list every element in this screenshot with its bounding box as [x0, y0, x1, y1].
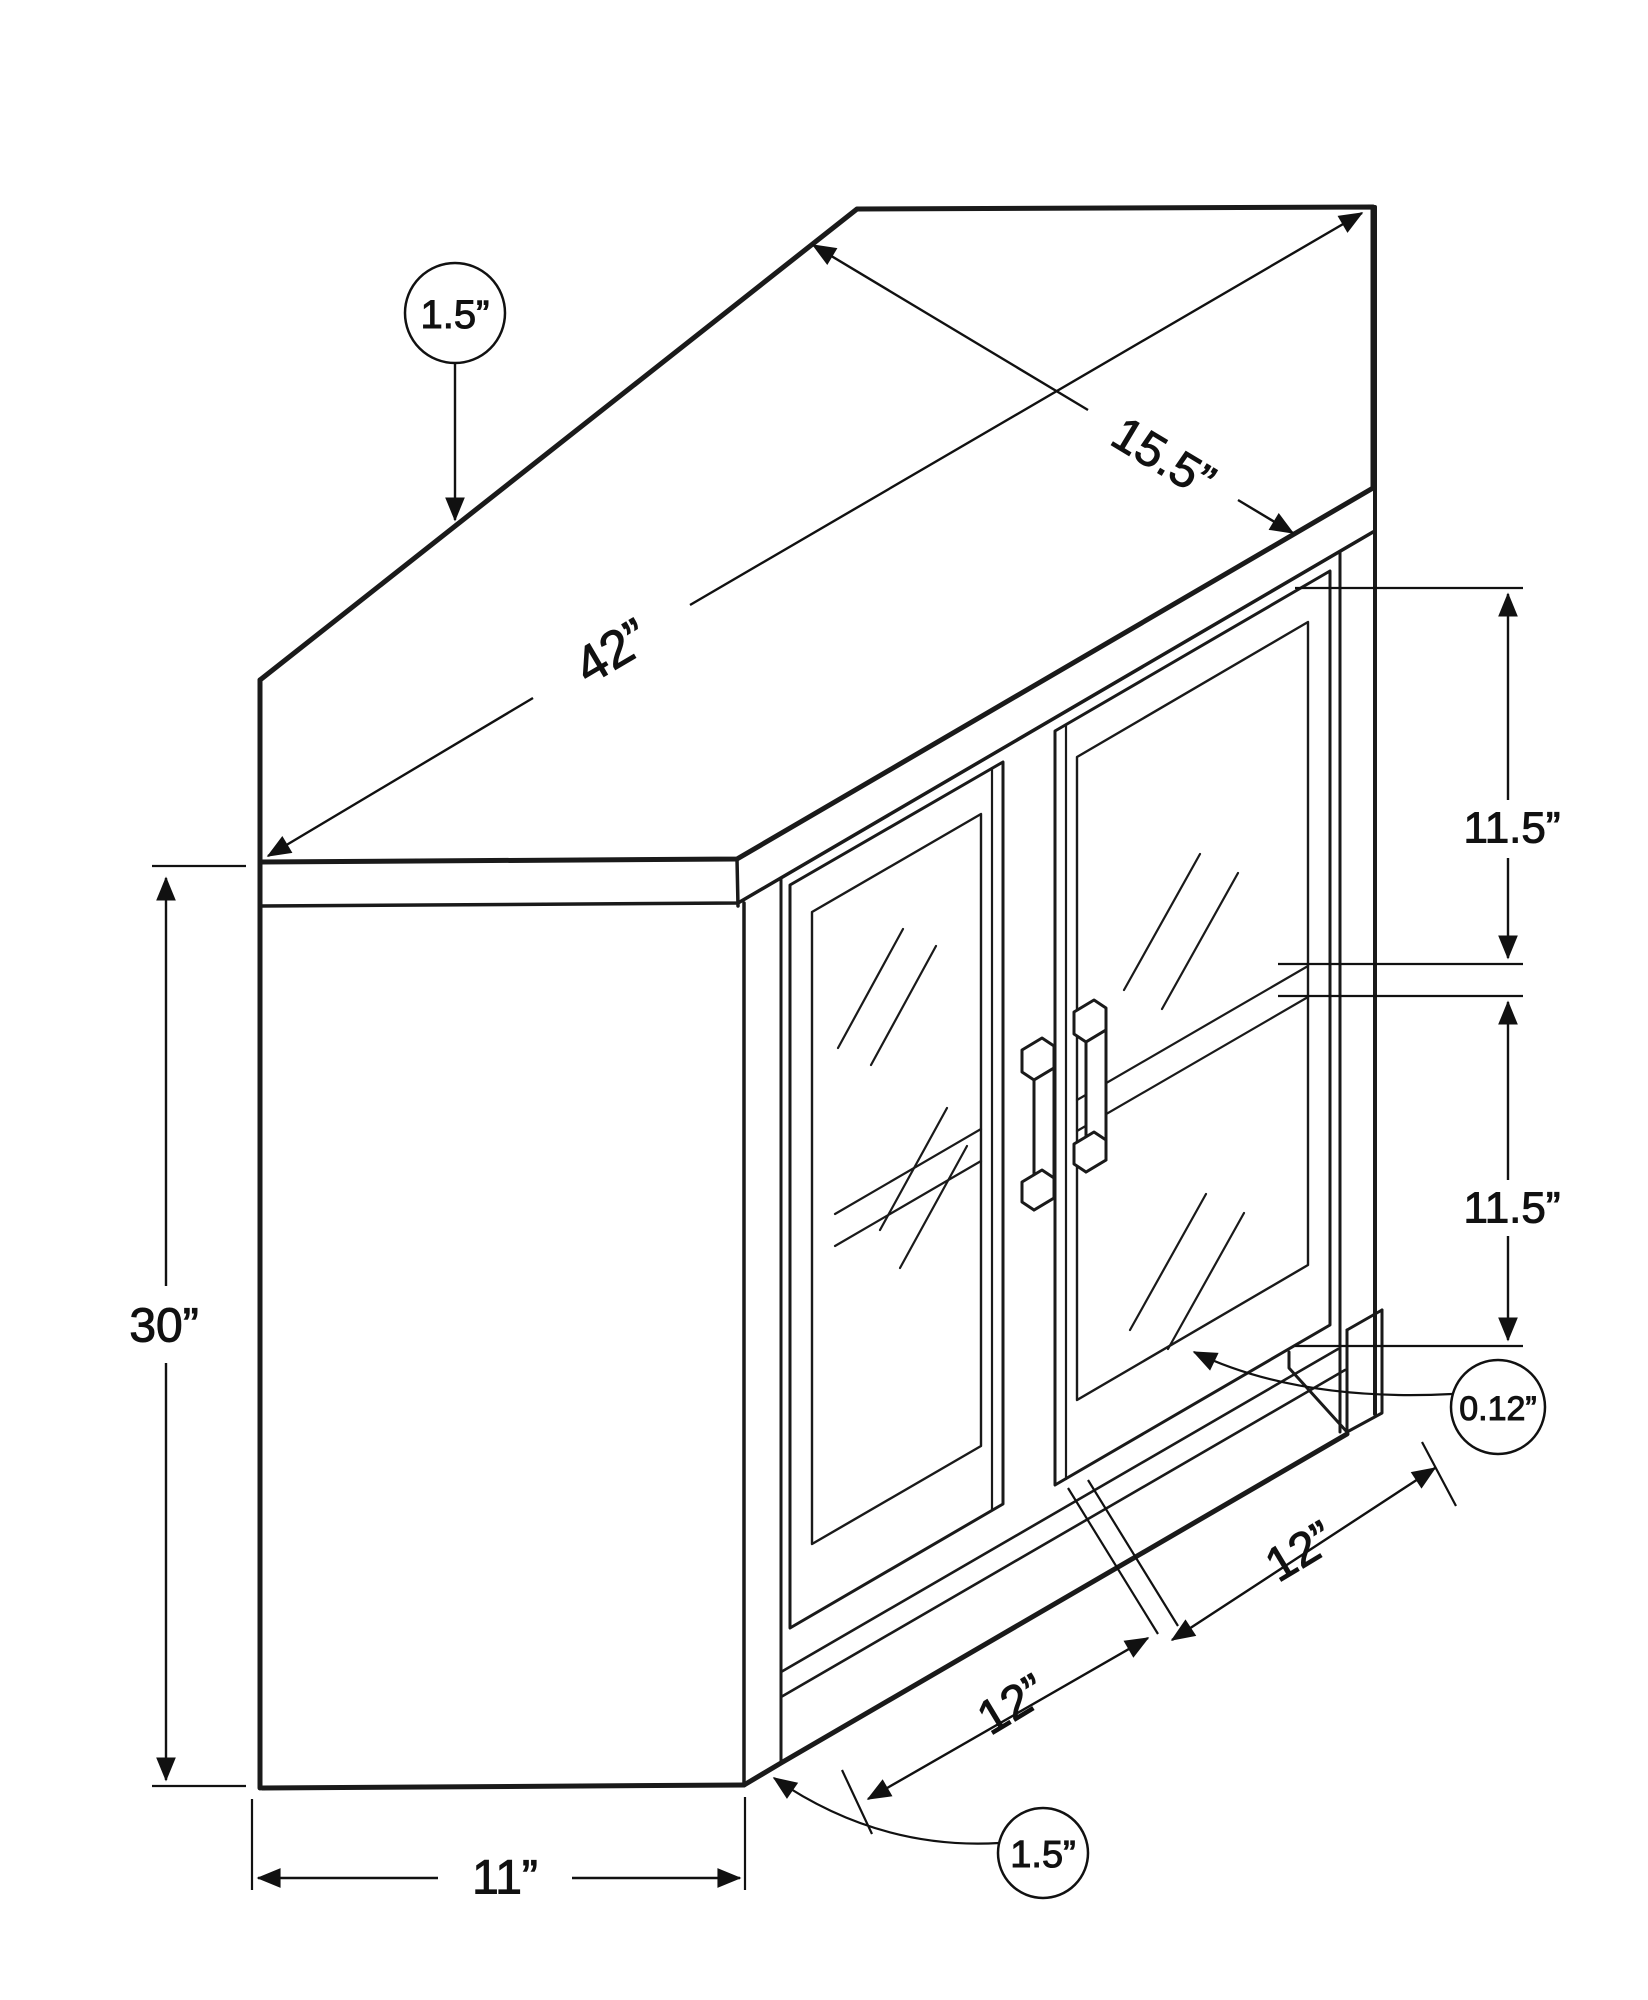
left-door-glass-reflections: [836, 927, 969, 1270]
dim-label-upper-opening: 11.5”: [1463, 804, 1560, 853]
dim-label-right-door: 12”: [1257, 1511, 1344, 1592]
right-door-glass-reflections: [1122, 852, 1246, 1351]
dim-label-base-height: 1.5”: [1010, 1834, 1075, 1876]
dim-overall-height: 30”: [129, 864, 246, 1788]
dim-side-width: 11”: [250, 1797, 747, 1905]
dim-door-gap: 0.12”: [1192, 1351, 1547, 1456]
right-door-handle: [1072, 998, 1108, 1174]
left-door-handle: [1020, 1036, 1056, 1212]
dim-label-side-width: 11”: [472, 1852, 538, 1905]
dim-base-height: 1.5”: [772, 1777, 1090, 1900]
left-side-panel: [257, 677, 747, 1791]
dim-label-door-gap: 0.12”: [1459, 1390, 1537, 1428]
front-frame: [741, 550, 1350, 1788]
leader-arrow: [772, 1777, 1000, 1845]
dim-top-thickness: 1.5”: [403, 261, 507, 522]
dimension-annotations: 1.5” 42” 15.5” 11.5” 11.5”: [129, 211, 1561, 1905]
right-door-shelf-lines: [1075, 964, 1310, 1133]
right-glass-door: [1053, 569, 1332, 1487]
dim-upper-opening: 11.5”: [1278, 586, 1561, 966]
left-glass-door: [788, 760, 1005, 1630]
dim-label-lower-opening: 11.5”: [1463, 1184, 1560, 1233]
dim-lower-opening: 11.5”: [1278, 994, 1561, 1348]
left-door-shelf-lines: [833, 1127, 983, 1248]
cabinet-outline: [257, 204, 1384, 1791]
dim-label-top-thickness: 1.5”: [421, 293, 490, 337]
dim-right-door-width: 12”: [1170, 1441, 1457, 1642]
leader-arrow: [1192, 1351, 1453, 1397]
dim-label-overall-height: 30”: [129, 1300, 198, 1353]
callout-circle: [996, 1806, 1090, 1900]
callout-circle: [1449, 1358, 1547, 1456]
